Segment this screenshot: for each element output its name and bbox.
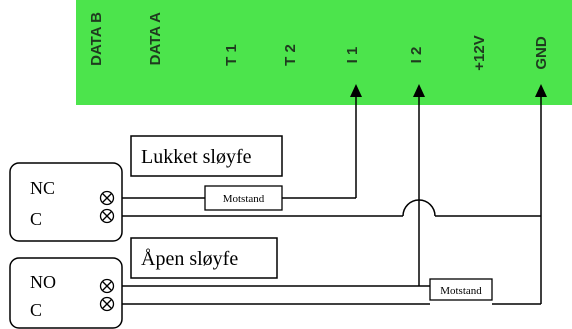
terminal-label-i1: I 1 — [344, 47, 361, 64]
open-loop-resistor: Motstand — [429, 278, 493, 301]
open-loop-device: NO C — [9, 257, 123, 329]
terminal-label-t2: T 2 — [282, 44, 299, 66]
closed-loop-device-nc-label: NC — [30, 178, 55, 198]
screw-terminal-icon — [99, 190, 115, 206]
arrow-i1 — [350, 84, 362, 97]
closed-loop-device: NC C — [9, 162, 123, 242]
open-loop-title-box: Åpen sløyfe — [130, 237, 278, 279]
open-loop-resistor-label: Motstand — [440, 285, 482, 297]
arrow-i2 — [413, 84, 425, 97]
closed-loop-title: Lukket sløyfe — [141, 146, 252, 168]
terminal-label-i2: I 2 — [408, 47, 425, 64]
terminal-block — [76, 0, 572, 105]
closed-loop-title-box: Lukket sløyfe — [130, 135, 283, 177]
terminal-labels: DATA B DATA A T 1 T 2 I 1 I 2 +12V GND — [88, 12, 550, 71]
closed-loop-device-c-label: C — [30, 209, 42, 229]
terminal-label-data-b: DATA B — [88, 12, 105, 66]
terminal-label-t1: T 1 — [223, 44, 240, 66]
closed-loop-resistor-label: Motstand — [223, 193, 265, 205]
closed-loop-resistor: Motstand — [204, 185, 283, 211]
wires — [121, 96, 542, 305]
screw-terminal-icon — [99, 208, 115, 224]
terminal-arrows — [350, 84, 547, 97]
open-loop-device-c-label: C — [30, 300, 42, 320]
terminal-label-gnd: GND — [533, 36, 550, 70]
screw-terminal-icon — [99, 278, 115, 294]
open-loop-device-no-label: NO — [30, 272, 56, 292]
screw-terminal-icon — [99, 296, 115, 312]
terminal-label-data-a: DATA A — [147, 12, 164, 65]
arrow-gnd — [535, 84, 547, 97]
terminal-label-12v: +12V — [471, 35, 488, 70]
open-loop-title: Åpen sløyfe — [141, 248, 238, 270]
